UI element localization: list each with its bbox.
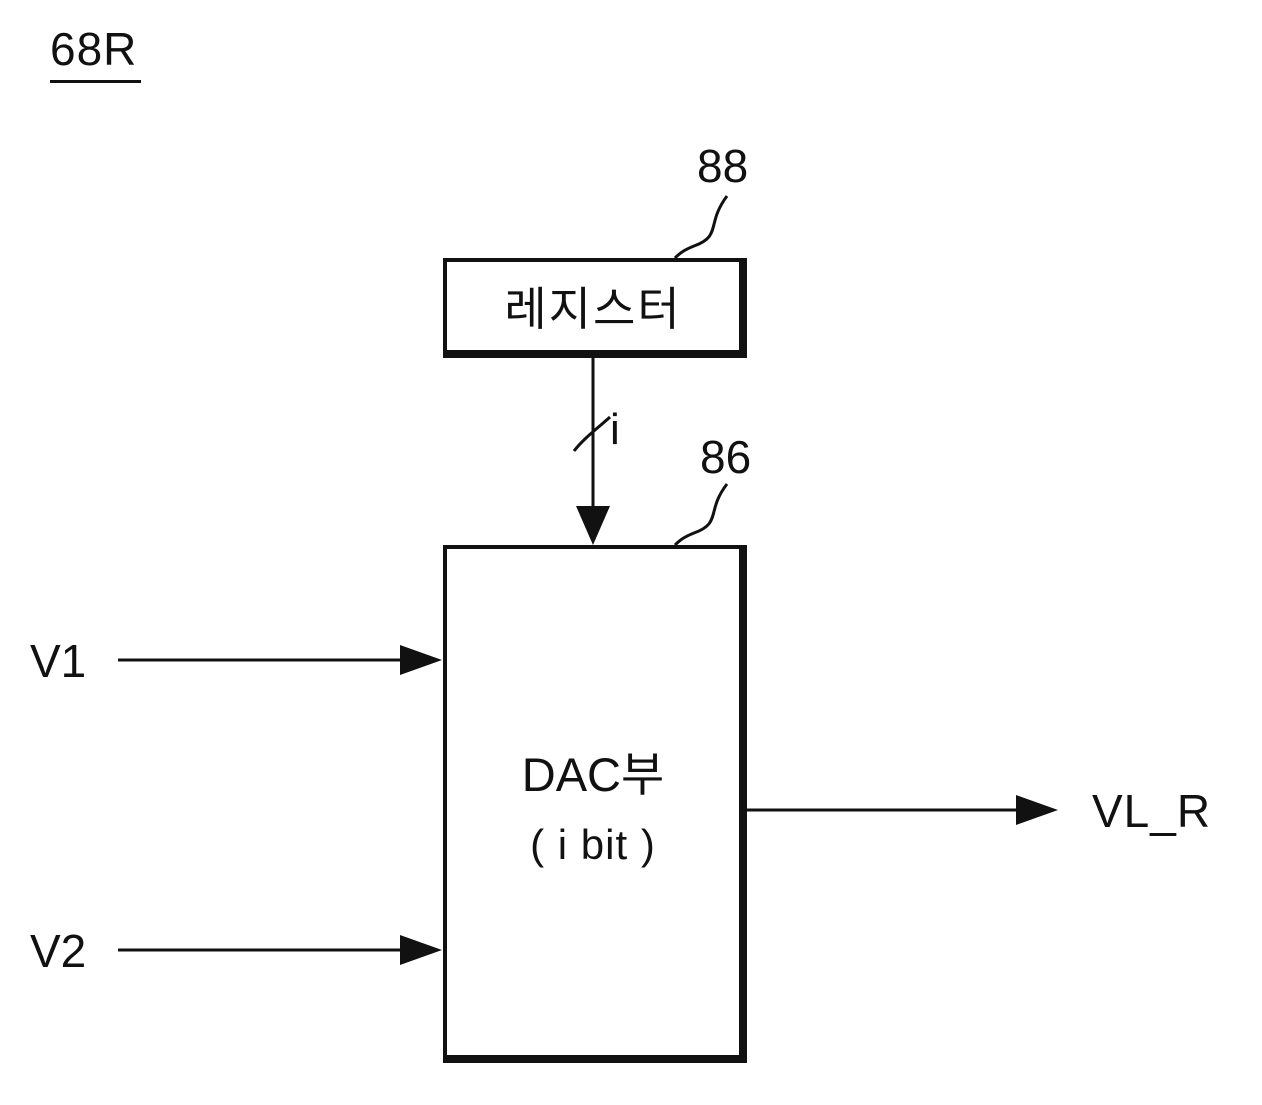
input-label-v2: V2 xyxy=(30,925,87,977)
bus-width-label: i xyxy=(610,405,620,454)
dac-box: DAC부 ( i bit ) xyxy=(443,545,747,1063)
output-label: VL_R xyxy=(1092,785,1212,837)
figure-label: 68R xyxy=(50,24,142,83)
input-label-v1: V1 xyxy=(30,635,87,687)
v1-arrowhead-icon xyxy=(400,645,442,675)
ref-number-86: 86 xyxy=(700,431,752,483)
down-arrowhead-icon xyxy=(576,506,610,545)
output-arrowhead-icon xyxy=(1016,795,1058,825)
dac-subtitle: ( i bit ) xyxy=(530,820,656,868)
register-box: 레지스터 xyxy=(443,258,747,358)
leader-line-86 xyxy=(673,483,729,547)
ref-number-88: 88 xyxy=(697,140,749,192)
register-label: 레지스터 xyxy=(504,283,682,335)
bus-width-slash xyxy=(572,415,612,452)
dac-title: DAC부 xyxy=(521,747,665,801)
leader-line-88 xyxy=(673,195,729,260)
v2-arrowhead-icon xyxy=(400,935,442,965)
